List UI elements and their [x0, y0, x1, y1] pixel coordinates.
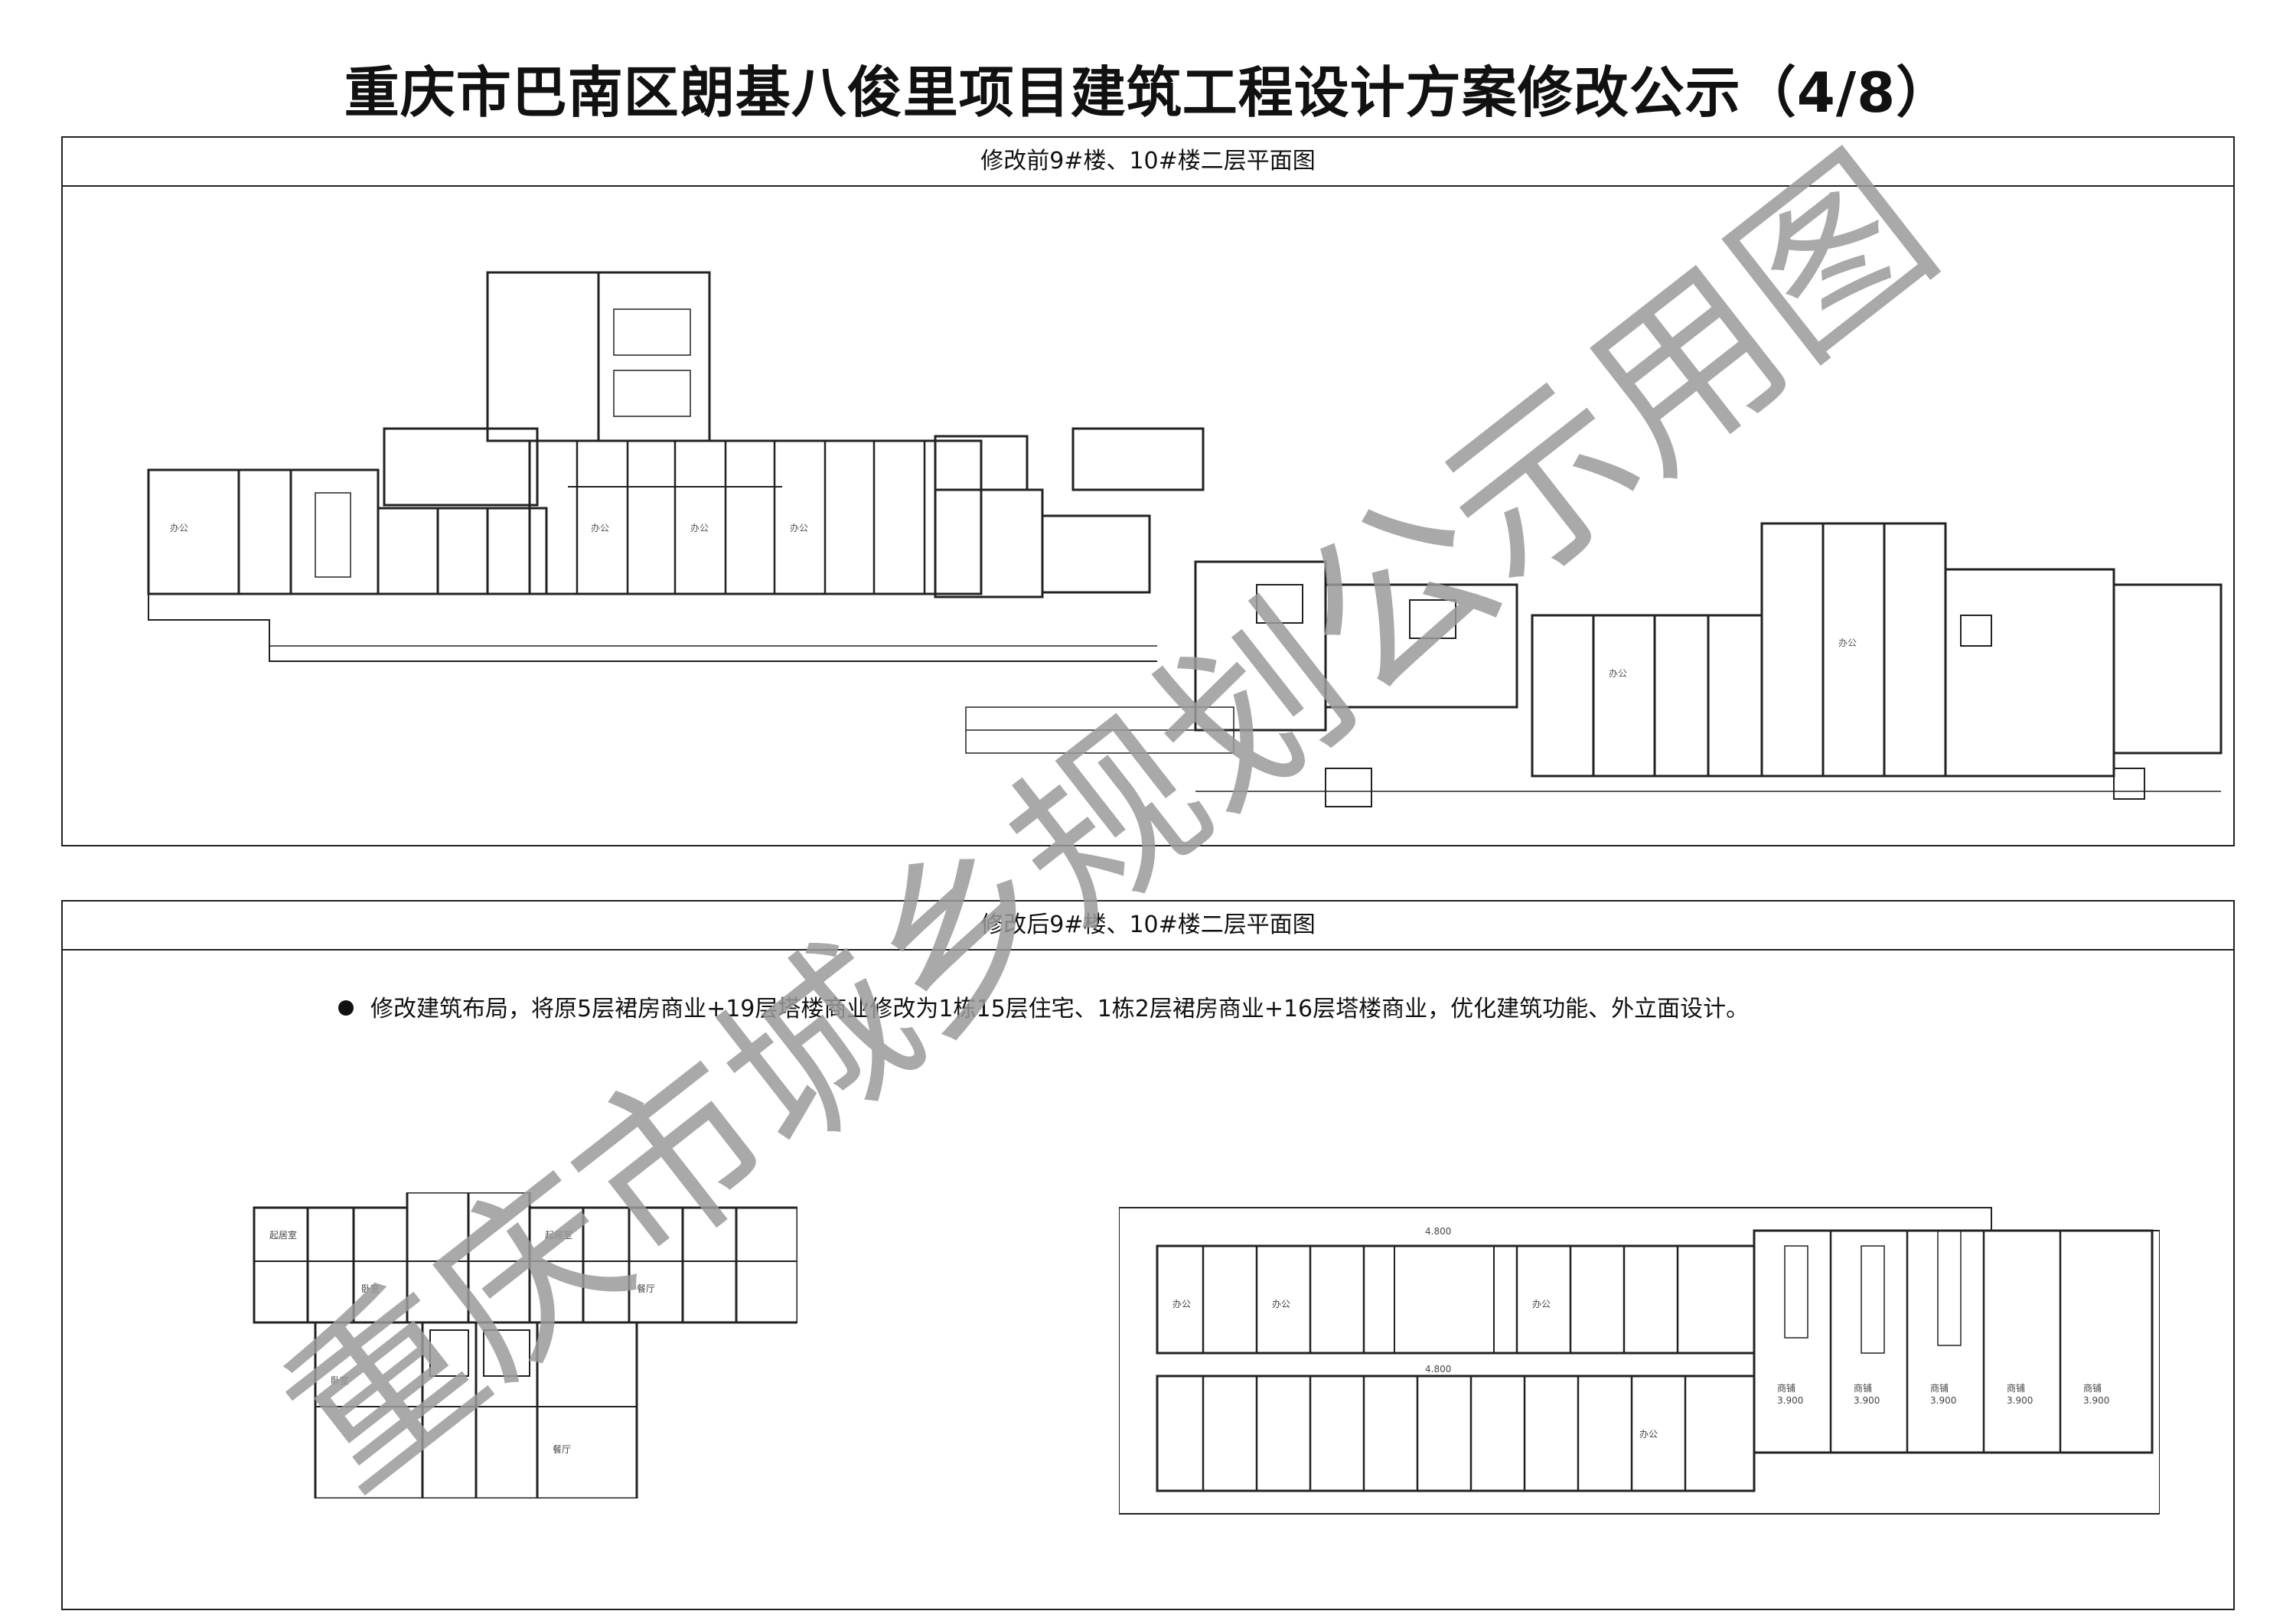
com-label-shop-elev-5: 3.900	[2083, 1395, 2109, 1406]
plan-before-room-5: 办公	[1609, 667, 1627, 679]
com-label-elev-2: 4.800	[1425, 1364, 1451, 1375]
modification-note-text: 修改建筑布局，将原5层裙房商业+19层塔楼商业修改为1栋15层住宅、1栋2层裙房…	[370, 996, 1750, 1022]
com-label-room-4: 办公	[1639, 1428, 1658, 1440]
page-title: 重庆市巴南区朗基八俊里项目建筑工程设计方案修改公示（4/8）	[344, 60, 1952, 125]
com-label-shop-2: 商铺	[1854, 1382, 1872, 1394]
com-label-shop-3: 商铺	[1930, 1382, 1949, 1394]
res-label-1: 起居室	[269, 1229, 297, 1241]
panel-after-heading: 修改后9#楼、10#楼二层平面图	[63, 902, 2233, 951]
res-label-4: 餐厅	[637, 1283, 655, 1294]
com-label-shop-4: 商铺	[2007, 1382, 2025, 1394]
plan-after-commercial: 办公 办公 办公 办公 4.800 4.800 商铺 3.900 商铺 3.90…	[1119, 1207, 2160, 1515]
com-label-shop-elev-1: 3.900	[1777, 1395, 1803, 1406]
com-label-room-2: 办公	[1272, 1298, 1290, 1309]
plan-after-residential: 起居室 卧室 起居室 餐厅 卧室 餐厅	[253, 1192, 797, 1498]
plan-before-room-6: 办公	[1838, 637, 1857, 648]
com-label-shop-elev-2: 3.900	[1854, 1395, 1880, 1406]
plan-before-room-2: 办公	[591, 522, 609, 533]
com-label-shop-1: 商铺	[1777, 1382, 1795, 1394]
panel-after: 修改后9#楼、10#楼二层平面图 修改建筑布局，将原5层裙房商业+19层塔楼商业…	[61, 900, 2235, 1610]
com-label-room-3: 办公	[1532, 1298, 1551, 1309]
res-label-6: 餐厅	[553, 1443, 571, 1455]
modification-note: 修改建筑布局，将原5层裙房商业+19层塔楼商业修改为1栋15层住宅、1栋2层裙房…	[338, 990, 1749, 1023]
bullet-dot-icon	[338, 1000, 354, 1016]
panel-before-heading: 修改前9#楼、10#楼二层平面图	[63, 138, 2233, 187]
res-label-3: 起居室	[545, 1229, 572, 1241]
plan-before-room-3: 办公	[690, 522, 709, 533]
plan-before-room-1: 办公	[170, 522, 188, 533]
com-label-shop-5: 商铺	[2083, 1382, 2102, 1394]
com-label-shop-elev-4: 3.900	[2007, 1395, 2033, 1406]
plan-before-room-4: 办公	[790, 522, 808, 533]
panel-before: 修改前9#楼、10#楼二层平面图	[61, 136, 2235, 846]
com-label-shop-elev-3: 3.900	[1930, 1395, 1956, 1406]
res-label-5: 卧室	[331, 1375, 349, 1386]
com-label-elev-1: 4.800	[1425, 1226, 1451, 1237]
res-label-2: 卧室	[361, 1283, 380, 1294]
com-label-room-1: 办公	[1172, 1298, 1191, 1309]
plan-before-drawing: 办公 办公 办公 办公 办公 办公	[147, 271, 2223, 807]
